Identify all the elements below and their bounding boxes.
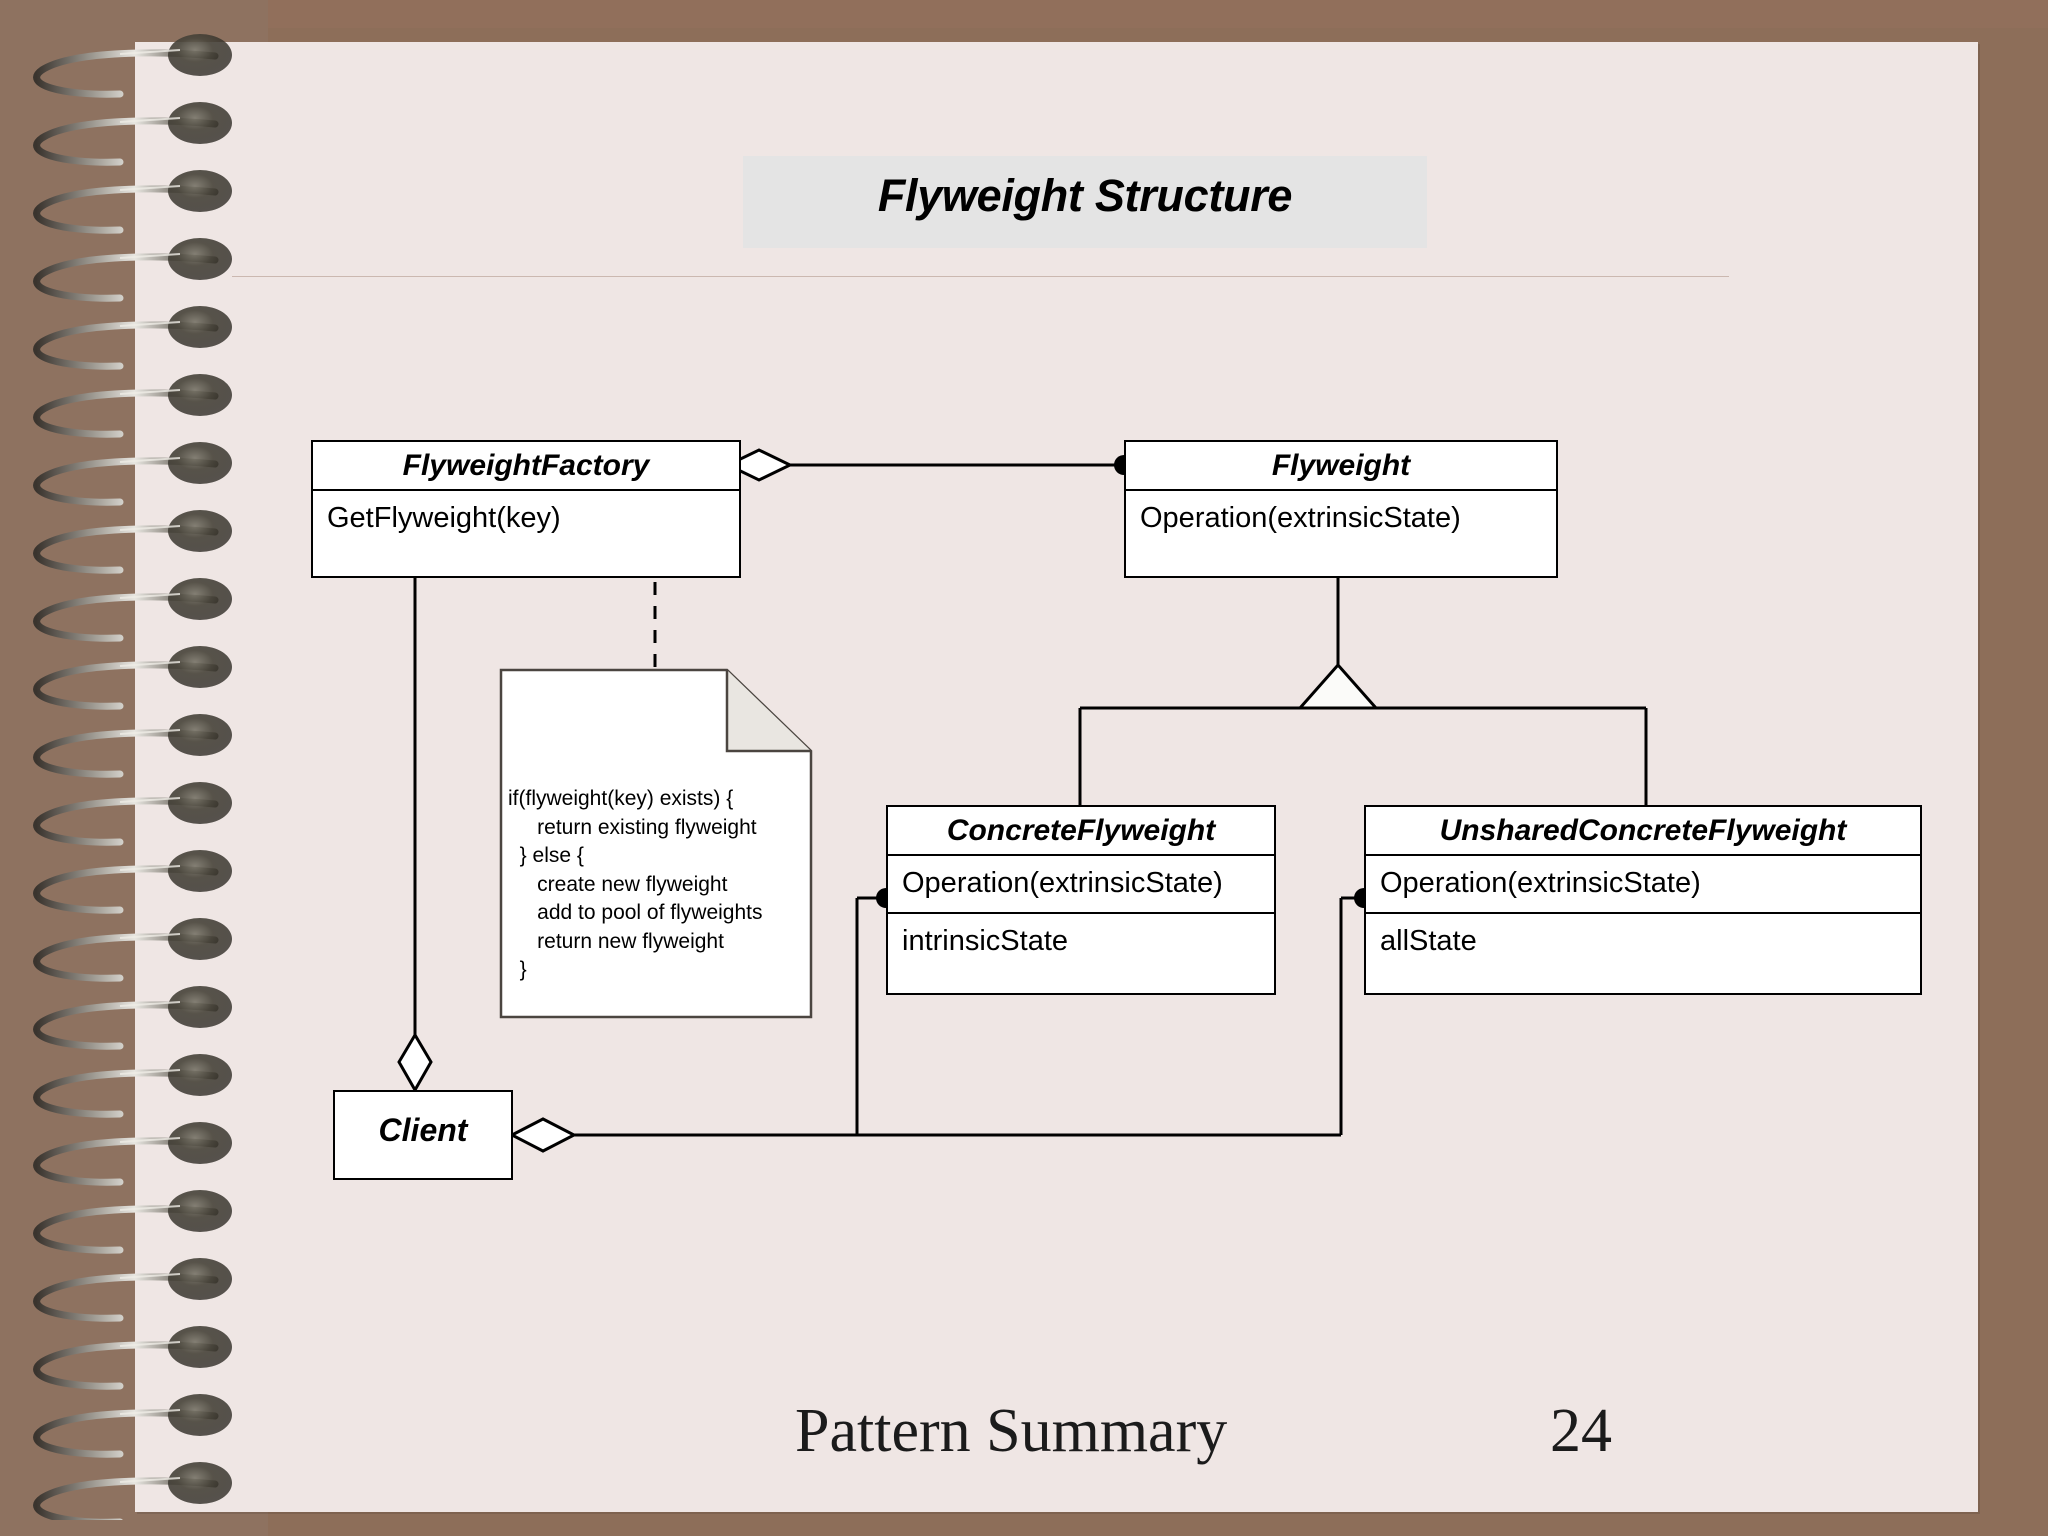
class-box-flyweight[interactable]: Flyweight Operation(extrinsicState) [1124,440,1558,578]
class-attributes-concrete-flyweight: intrinsicState [902,924,1069,957]
class-operations-flyweight: Operation(extrinsicState) [1140,502,1461,534]
page-number: 24 [1550,1397,1612,1465]
class-attributes-unshared-concrete-flyweight: allState [1380,924,1477,957]
footer-title: Pattern Summary [795,1397,1228,1465]
class-name-flyweight-factory: FlyweightFactory [313,442,739,491]
class-box-flyweight-factory[interactable]: FlyweightFactory GetFlyweight(key) [311,440,741,578]
class-box-concrete-flyweight[interactable]: ConcreteFlyweight Operation(extrinsicSta… [886,805,1276,995]
title-band [743,156,1427,248]
class-name-unshared-concrete-flyweight: UnsharedConcreteFlyweight [1366,807,1920,856]
class-box-unshared-concrete-flyweight[interactable]: UnsharedConcreteFlyweight Operation(extr… [1364,805,1922,995]
slide-page [135,42,1978,1512]
class-operations-unshared-concrete-flyweight: Operation(extrinsicState) [1366,856,1920,914]
page-title: Flyweight Structure [877,170,1293,221]
class-name-client: Client [378,1112,468,1148]
class-name-flyweight: Flyweight [1126,442,1556,491]
note-text: if(flyweight(key) exists) { return exist… [508,787,763,981]
class-box-client[interactable]: Client [333,1090,513,1180]
backdrop-top-band [0,0,2048,28]
spiral-binding [0,20,250,1526]
header-divider [232,276,1729,277]
class-name-concrete-flyweight: ConcreteFlyweight [888,807,1274,856]
class-operations-concrete-flyweight: Operation(extrinsicState) [888,856,1274,914]
class-operations-flyweight-factory: GetFlyweight(key) [327,502,561,534]
